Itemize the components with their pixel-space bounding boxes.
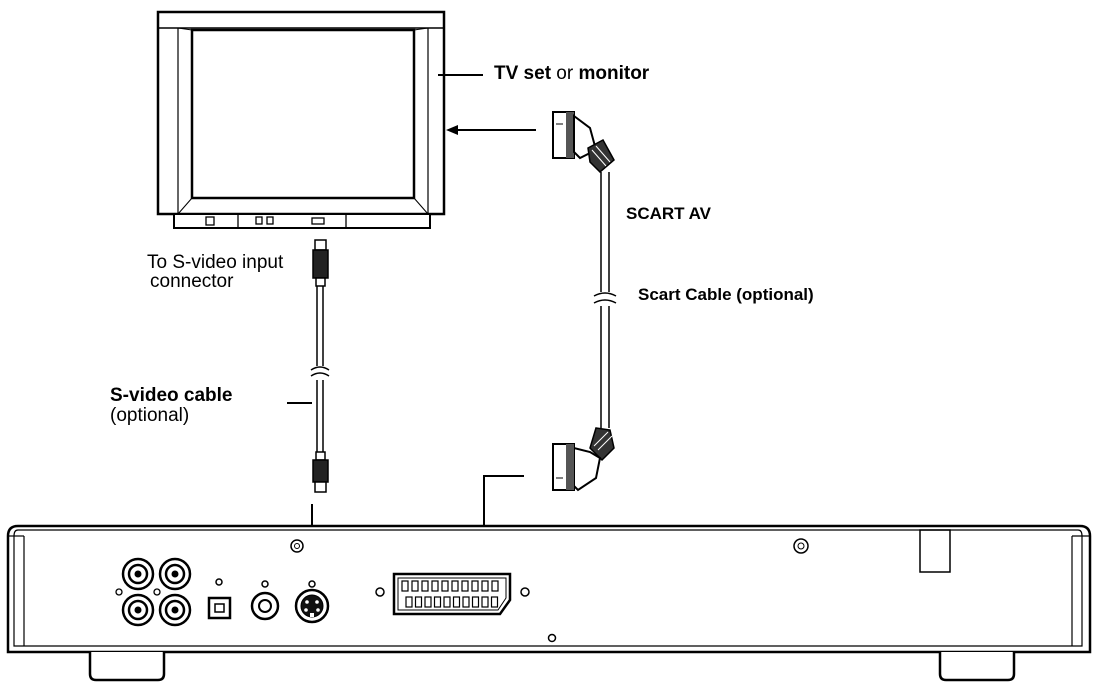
tv-base [173, 213, 431, 229]
scart-plug-bottom [552, 427, 615, 492]
scart-pin [424, 596, 432, 608]
dvd-casing [6, 524, 1092, 654]
scart-pin [471, 580, 479, 592]
scart-input-arrow [446, 125, 536, 135]
svideo-cable [310, 239, 330, 493]
dvd-foot-left [88, 652, 166, 682]
tv-monitor-text: monitor [578, 63, 650, 84]
scart-pin [421, 580, 429, 592]
tv-set-label: TV set or monitor [494, 63, 649, 84]
tv-cabinet [156, 10, 446, 216]
tv-set [156, 10, 446, 229]
scart-pin [441, 580, 449, 592]
tv-or-text: or [551, 63, 579, 84]
scart-pin [411, 580, 419, 592]
scart-pin [481, 580, 489, 592]
scart-pin [451, 580, 459, 592]
dvd-player [6, 524, 1092, 682]
svideo-jack [294, 580, 330, 624]
svideo-optional-label: (optional) [110, 405, 190, 426]
dvd-foot-right [938, 652, 1016, 682]
rca-jacks [115, 557, 192, 627]
tv-set-text: TV set [494, 63, 552, 84]
scart-pin [433, 596, 442, 608]
scart-pin [471, 596, 480, 608]
tv-screen [190, 28, 416, 200]
scart-pin [405, 596, 413, 608]
scart-pin [490, 596, 499, 608]
scart-pin [461, 580, 469, 592]
scart-pin [481, 596, 489, 608]
scart-pin [401, 580, 409, 592]
scart-pin [462, 596, 470, 608]
scart-pin [491, 580, 499, 592]
scart-pin [414, 596, 423, 608]
scart-socket [375, 572, 530, 616]
svideo-input-label-line1: To S-video input [147, 252, 284, 273]
scart-plug-top [552, 111, 615, 174]
svideo-input-label-line2: connector [150, 271, 234, 292]
scart-pin [443, 596, 451, 608]
scart-cable [552, 111, 617, 492]
svideo-cable-label: S-video cable [110, 385, 233, 406]
scart-pin [452, 596, 461, 608]
optical-jack [207, 578, 232, 620]
scart-av-label: SCART AV [626, 204, 711, 223]
scart-cable-label: Scart Cable (optional) [638, 285, 814, 304]
scart-pin [431, 580, 439, 592]
coaxial-jack [250, 580, 280, 621]
